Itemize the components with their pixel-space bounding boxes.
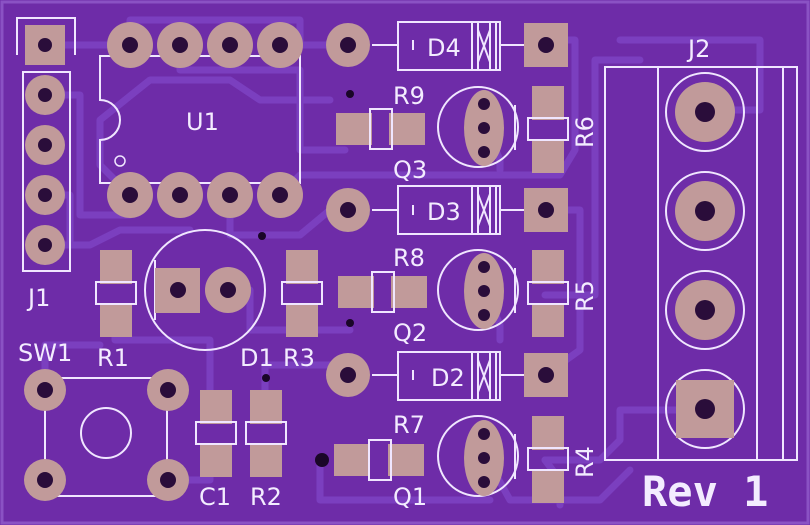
j1-label: J1 [26, 284, 50, 312]
d4-label: D4 [427, 34, 461, 62]
r1-resistor: R1 [95, 250, 137, 372]
u1-ic: U1 [99, 22, 303, 218]
r9-label: R9 [393, 82, 425, 110]
sw1-switch: SW1 [18, 339, 189, 501]
r4-label: R4 [571, 446, 599, 478]
j2-terminal-block: J2 [604, 35, 798, 461]
q1-transistor: Q1 [393, 415, 519, 511]
revision-label: Rev 1 [642, 467, 768, 516]
r3-resistor: R3 [281, 250, 323, 372]
r9-resistor: R9 [336, 82, 425, 150]
r2-label: R2 [250, 483, 282, 511]
r2-resistor: R2 [245, 374, 287, 511]
r4-resistor: R4 [527, 416, 599, 503]
d1-label: D1 [240, 344, 274, 372]
d4-diode: D4 [326, 21, 568, 71]
j2-label: J2 [686, 35, 710, 63]
q1-label: Q1 [393, 483, 427, 511]
r5-label: R5 [571, 280, 599, 312]
q3-label: Q3 [393, 156, 427, 184]
d3-diode: D3 [326, 185, 568, 235]
q2-transistor: Q2 [393, 249, 519, 347]
d2-label: D2 [431, 364, 465, 392]
c1-label: C1 [199, 483, 231, 511]
r5-resistor: R5 [527, 250, 599, 337]
c1-capacitor: C1 [195, 390, 237, 511]
d1-led: D1 [144, 229, 274, 372]
r3-label: R3 [283, 344, 315, 372]
j1-connector: J1 [16, 17, 76, 312]
r7-label: R7 [393, 411, 425, 439]
d3-label: D3 [427, 198, 461, 226]
r7-resistor: R7 [315, 411, 425, 481]
r6-label: R6 [571, 116, 599, 148]
r1-label: R1 [97, 344, 129, 372]
sw1-label: SW1 [18, 339, 72, 367]
q3-transistor: Q3 [393, 86, 519, 184]
r8-resistor: R8 [338, 244, 427, 327]
r8-label: R8 [393, 244, 425, 272]
r6-resistor: R6 [527, 86, 599, 173]
q2-label: Q2 [393, 319, 427, 347]
u1-label: U1 [186, 108, 219, 136]
d2-diode: D2 [326, 351, 568, 401]
